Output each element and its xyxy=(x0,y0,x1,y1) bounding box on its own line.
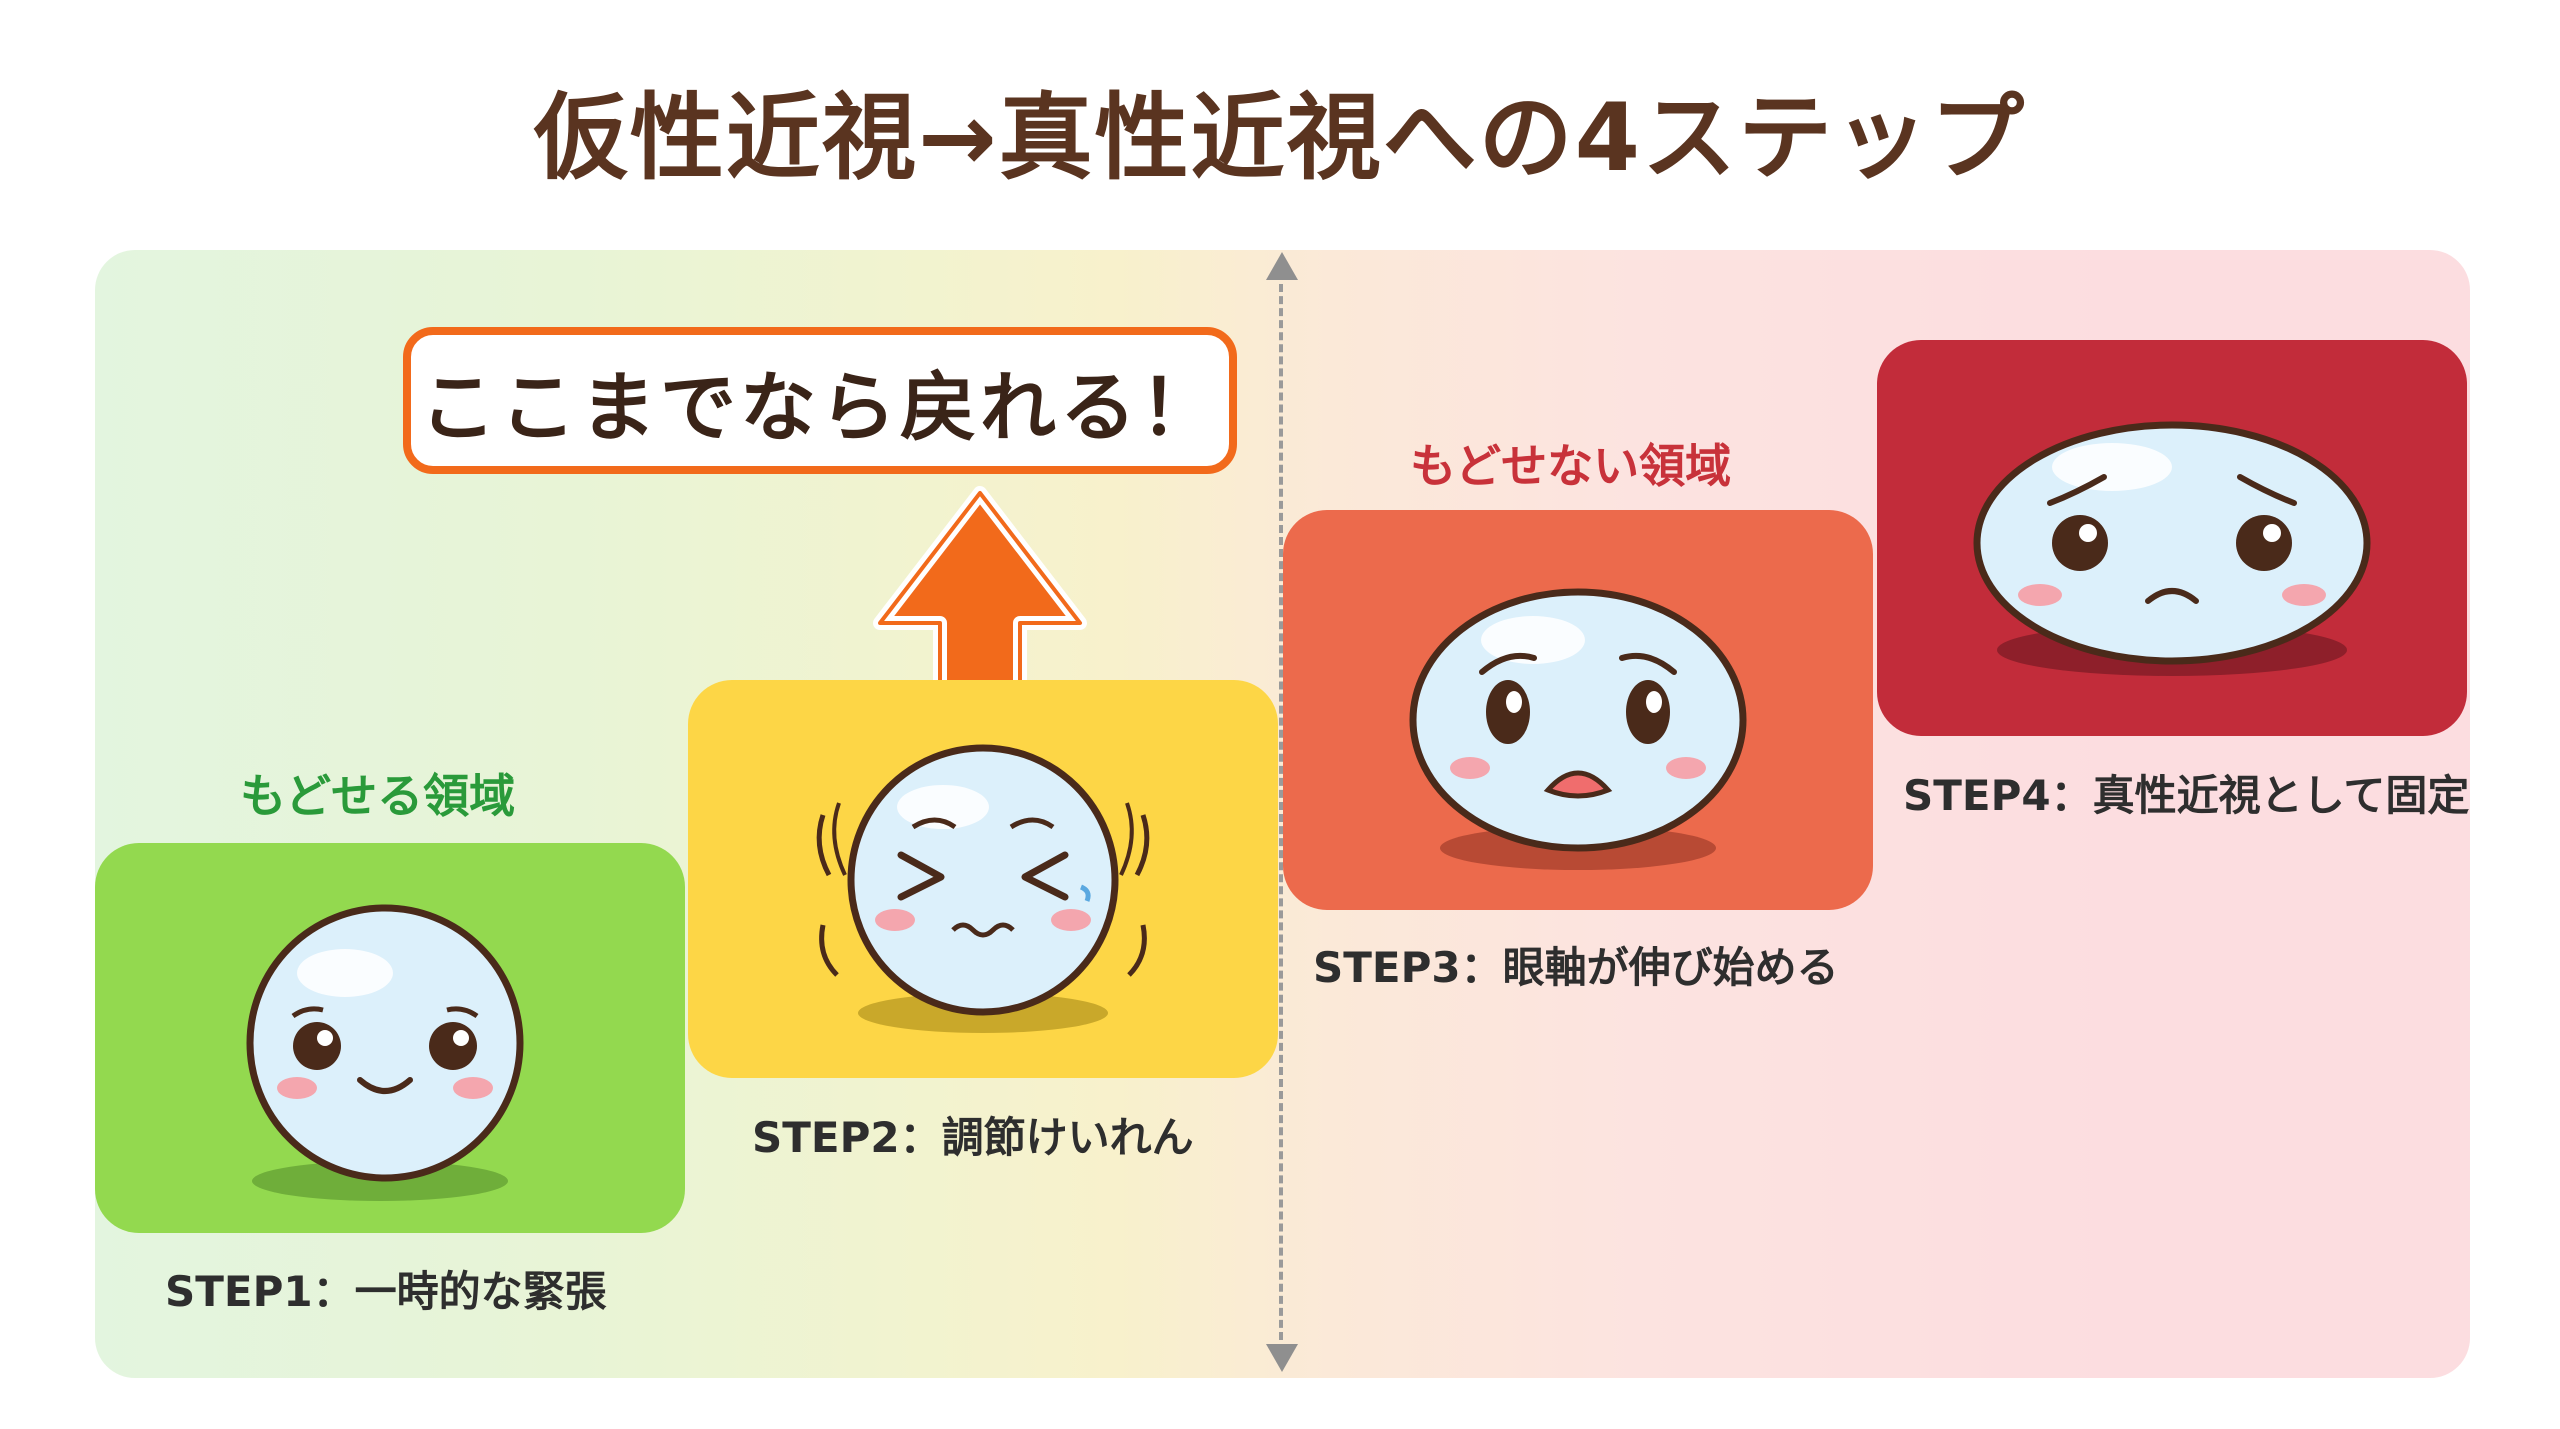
step2-box xyxy=(688,680,1278,1078)
irreversible-region-label: もどせない領域 xyxy=(1410,439,1732,493)
reversible-region-label: もどせる領域 xyxy=(240,769,516,823)
happy-eye-icon xyxy=(246,904,524,1201)
step3-label: STEP3：眼軸が伸び始める xyxy=(1313,943,1839,992)
step2-label: STEP2：調節けいれん xyxy=(752,1113,1194,1162)
divider-arrow-down-icon xyxy=(1266,1344,1298,1372)
worried-eye-icon xyxy=(1409,588,1747,870)
step4-label: STEP4：真性近視として固定 xyxy=(1903,771,2470,820)
step1-box xyxy=(95,843,685,1233)
step3-box xyxy=(1283,510,1873,910)
sad-eye-icon xyxy=(1973,421,2371,676)
step1-label: STEP1：一時的な緊張 xyxy=(165,1267,607,1316)
page-title: 仮性近視→真性近視への4ステップ xyxy=(533,84,2027,193)
reversible-callout: ここまでなら戻れる！ xyxy=(403,327,1237,474)
step4-box xyxy=(1877,340,2467,736)
strained-eye-icon xyxy=(816,744,1150,1033)
divider-arrow-up-icon xyxy=(1266,252,1298,280)
divider-line xyxy=(1279,272,1283,1352)
